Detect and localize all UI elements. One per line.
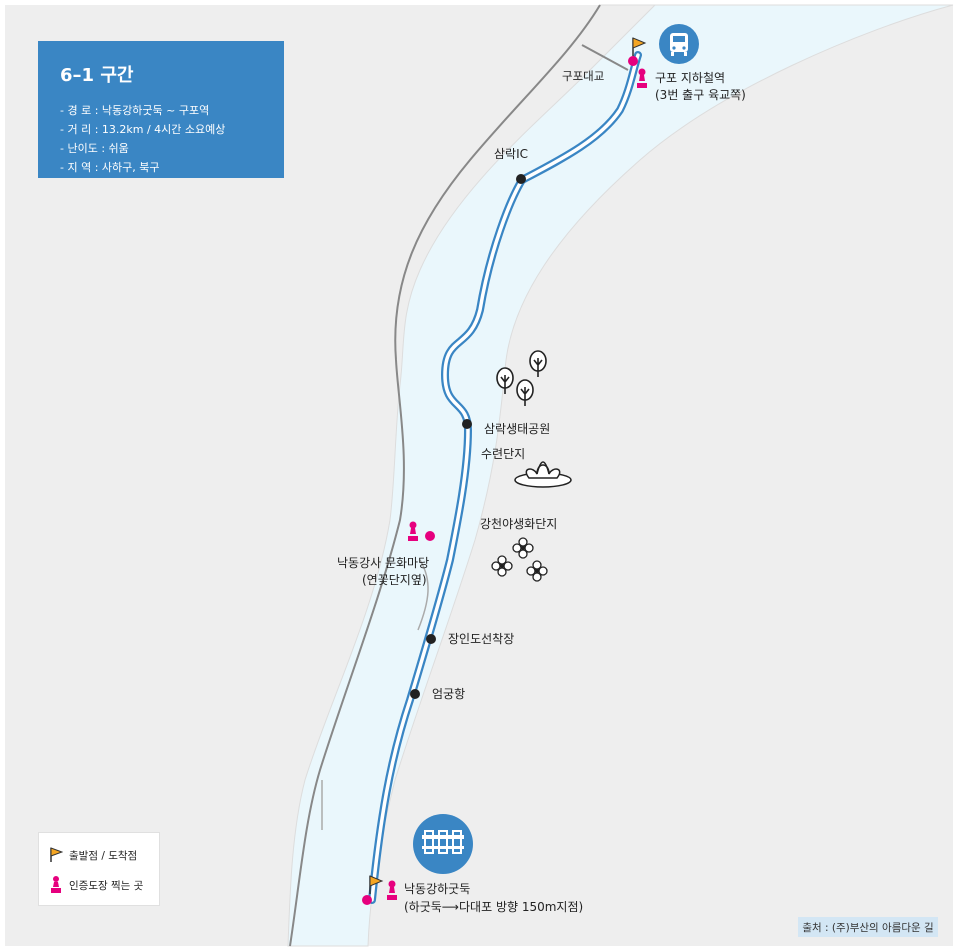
- road-west: [289, 359, 405, 947]
- course-info-box: 6–1 구간 - 경 로 : 낙동강하굿둑 ~ 구포역 - 거 리 : 13.2…: [38, 41, 284, 178]
- end-point-estuary: [362, 895, 372, 905]
- lotus-icon: [514, 461, 572, 488]
- flower-icon: [491, 555, 513, 577]
- flag-icon: [632, 37, 647, 56]
- river-water: [287, 4, 954, 947]
- legend-item-stamp: 인증도장 찍는 곳: [49, 875, 143, 895]
- course-title: 6–1 구간: [60, 65, 134, 86]
- label-gupo-bridge: 구포대교: [562, 69, 604, 83]
- source-credit: 출처 : (주)부산의 아름다운 길: [798, 917, 938, 937]
- label-estuary-direction: (하굿둑⟶다대포 방향 150m지점): [404, 900, 583, 914]
- label-wildflower-complex: 강천야생화단지: [480, 516, 557, 531]
- course-distance: - 거 리 : 13.2km / 4시간 소요예상: [60, 123, 226, 136]
- road-gupo-bridge: [581, 44, 629, 71]
- waypoint-samrak-ic: [516, 174, 526, 184]
- course-difficulty: - 난이도 : 쉬움: [60, 142, 129, 155]
- waypoint-eomgung: [410, 689, 420, 699]
- label-culture-plaza: 낙동강사 문화마당: [337, 556, 429, 570]
- walking-route-inner: [370, 53, 640, 902]
- stamp-icon: [408, 521, 418, 541]
- course-region: - 지 역 : 사하구, 북구: [60, 161, 160, 174]
- flag-icon: [369, 875, 384, 894]
- label-eomgung-port: 엄궁항: [432, 687, 465, 701]
- flag-icon: [50, 847, 63, 862]
- label-estuary-barrage: 낙동강하굿둑: [404, 882, 470, 896]
- flower-icon: [512, 537, 534, 559]
- label-culture-plaza-sub: (연꽃단지옆): [362, 573, 427, 587]
- estuary-barrage-icon: [413, 814, 473, 874]
- road-inner: [417, 559, 429, 631]
- label-gupo-station-exit: (3번 출구 육교쪽): [655, 88, 746, 102]
- tree-icon: [516, 379, 534, 406]
- point-culture: [425, 531, 435, 541]
- map-legend: 출발점 / 도착점 인증도장 찍는 곳: [38, 832, 160, 906]
- legend-item-start-end: 출발점 / 도착점: [49, 845, 137, 865]
- label-lotus-complex: 수련단지: [481, 447, 525, 461]
- legend-label-stamp: 인증도장 찍는 곳: [69, 879, 144, 892]
- stamp-icon: [51, 876, 61, 893]
- label-samrak-park: 삼락생태공원: [484, 422, 550, 436]
- bus-icon: [659, 24, 699, 64]
- stamp-icon: [637, 68, 647, 88]
- label-gupo-station: 구포 지하철역: [655, 71, 725, 85]
- stamp-icon: [387, 880, 397, 900]
- start-point-gupo: [628, 56, 638, 66]
- tree-icon: [496, 367, 514, 394]
- label-jangin-dock: 장인도선착장: [448, 632, 514, 646]
- label-samrak-ic: 삼락IC: [494, 147, 528, 161]
- waypoint-jangin: [426, 634, 436, 644]
- road-north: [394, 4, 601, 361]
- legend-label-start-end: 출발점 / 도착점: [69, 849, 138, 862]
- course-route: - 경 로 : 낙동강하굿둑 ~ 구포역: [60, 104, 210, 117]
- tree-icon: [529, 350, 547, 377]
- waypoint-samrak-park: [462, 419, 472, 429]
- flower-icon: [526, 560, 548, 582]
